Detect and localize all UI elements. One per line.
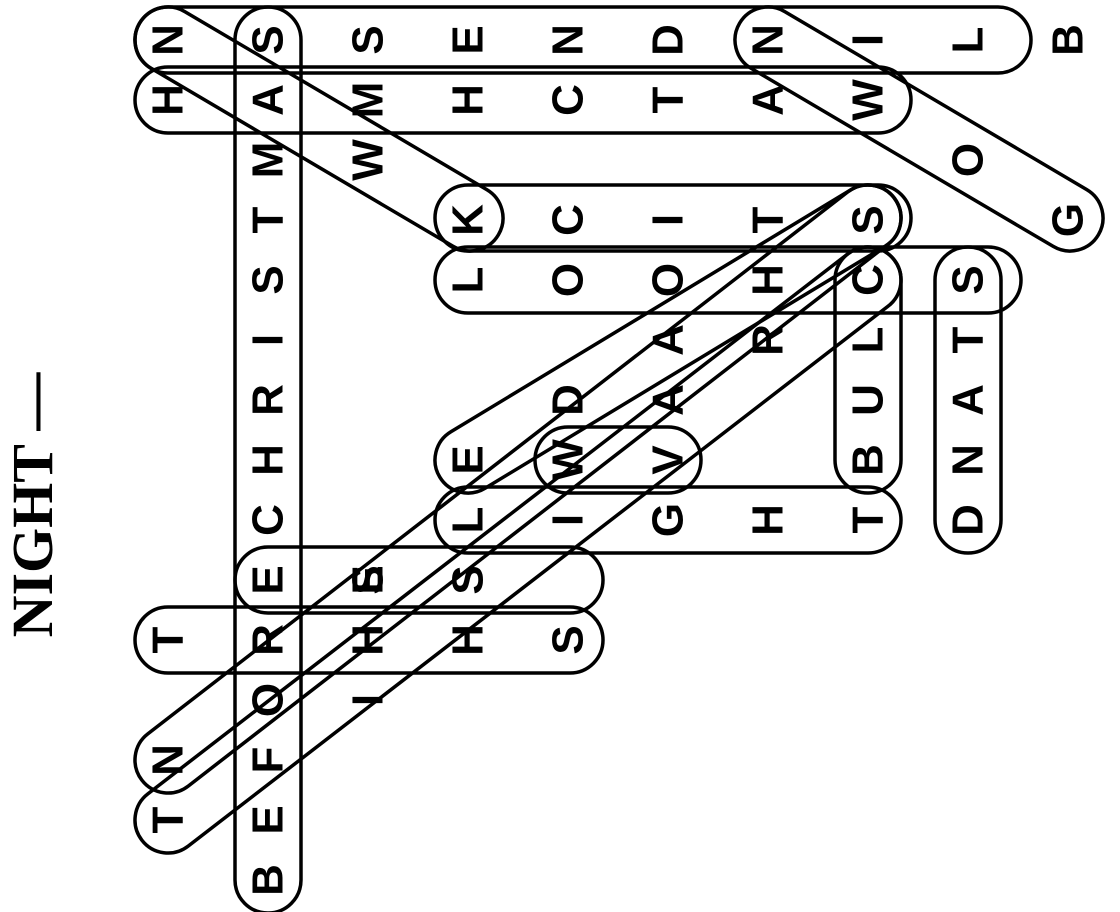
grid-letter: T [744, 206, 793, 233]
grid-letter: H [444, 624, 493, 656]
word-loop [933, 245, 1003, 555]
grid-letter: N [544, 24, 593, 56]
word-loop [133, 245, 903, 855]
grid-letter: A [644, 384, 693, 416]
grid-letter: E [244, 805, 293, 834]
grid-letter: T [844, 506, 893, 533]
grid-letter: S [244, 265, 293, 294]
word-loop [433, 245, 1023, 315]
grid-letter: I [644, 214, 693, 226]
grid-letter: H [744, 264, 793, 296]
grid-letter: O [944, 143, 993, 177]
grid-letter: R [244, 624, 293, 656]
grid-letter: F [244, 747, 293, 774]
grid-letter: D [644, 24, 693, 56]
grid-letter: D [944, 504, 993, 536]
grid-letter: L [844, 327, 893, 354]
grid-letter: C [244, 504, 293, 536]
grid-letter: B [844, 444, 893, 476]
grid-letter: N [744, 24, 793, 56]
grid-letter: L [444, 267, 493, 294]
word-loop [133, 5, 505, 253]
grid-letter: H [244, 444, 293, 476]
grid-letter: N [944, 444, 993, 476]
grid-letter: K [444, 204, 493, 236]
grid-letter: T [144, 806, 193, 833]
grid-letter: I [544, 514, 593, 526]
letter-grid: NHTNTBEFORECHRISTMASIHSEWMSHSLEKLHESIWDO… [144, 24, 1093, 896]
grid-letter: S [344, 565, 393, 594]
grid-letter: I [244, 334, 293, 346]
grid-letter: R [244, 384, 293, 416]
grid-letter: L [444, 507, 493, 534]
grid-letter: H [144, 84, 193, 116]
grid-letter: A [744, 84, 793, 116]
word-loop [533, 425, 703, 495]
grid-letter: T [944, 326, 993, 353]
grid-letter: E [344, 565, 393, 594]
grid-letter: T [144, 626, 193, 653]
puzzle-title: NIGHT — [0, 372, 65, 638]
grid-letter: S [344, 25, 393, 54]
found-word-loops [133, 5, 1105, 912]
grid-letter: G [1044, 203, 1093, 237]
grid-letter: M [244, 142, 293, 179]
grid-letter: W [344, 139, 393, 181]
grid-letter: H [344, 624, 393, 656]
grid-letter: G [644, 503, 693, 537]
grid-letter: C [844, 264, 893, 296]
grid-letter: A [244, 84, 293, 116]
word-loop [733, 5, 1105, 253]
grid-letter: S [244, 25, 293, 54]
grid-letter: O [644, 263, 693, 297]
grid-letter: S [844, 205, 893, 234]
grid-letter: C [544, 204, 593, 236]
grid-letter: I [844, 34, 893, 46]
grid-letter: S [444, 565, 493, 594]
grid-letter: N [144, 744, 193, 776]
grid-letter: T [644, 86, 693, 113]
grid-letter: A [644, 324, 693, 356]
word-loop [133, 605, 605, 675]
grid-letter: L [944, 27, 993, 54]
grid-letter: W [544, 439, 593, 481]
grid-letter: O [244, 683, 293, 717]
grid-letter: W [844, 79, 893, 121]
word-loop [433, 183, 913, 253]
grid-letter: A [944, 384, 993, 416]
word-loop [133, 183, 903, 795]
grid-letter: E [444, 25, 493, 54]
grid-letter: H [744, 504, 793, 536]
word-loop [433, 485, 903, 555]
grid-letter: N [144, 24, 193, 56]
grid-letter: U [844, 384, 893, 416]
word-loop [233, 545, 605, 615]
grid-letter: S [544, 625, 593, 654]
grid-letter: D [544, 384, 593, 416]
grid-letter: R [744, 324, 793, 356]
grid-letter: M [344, 82, 393, 119]
grid-letter: B [1044, 24, 1093, 56]
grid-letter: H [444, 84, 493, 116]
grid-letter: O [544, 263, 593, 297]
grid-letter: C [544, 84, 593, 116]
word-loop [133, 65, 913, 135]
word-loop [833, 245, 903, 495]
grid-letter: B [244, 864, 293, 896]
grid-letter: I [344, 694, 393, 706]
grid-letter: V [644, 445, 693, 475]
grid-letter: E [444, 445, 493, 474]
grid-letter: S [944, 265, 993, 294]
grid-letter: T [244, 206, 293, 233]
grid-letter: E [244, 565, 293, 594]
